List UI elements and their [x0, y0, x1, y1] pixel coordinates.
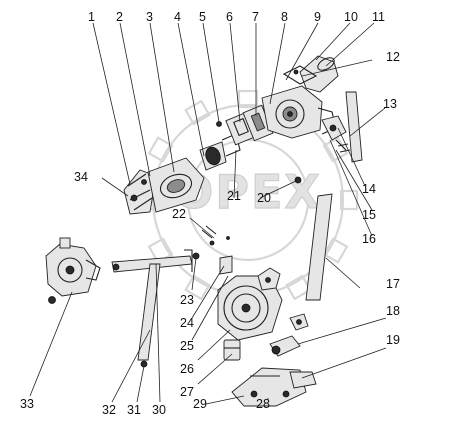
callout-15: 15 [362, 208, 376, 222]
callout-21: 21 [227, 189, 241, 203]
pump-housing-part [217, 267, 283, 341]
callout-13: 13 [383, 97, 397, 111]
callout-18: 18 [386, 304, 400, 318]
callout-24: 24 [180, 316, 194, 330]
steering-gear-part [45, 237, 101, 304]
callout-labels: 1 2 3 4 5 6 7 8 9 10 11 12 13 14 15 16 1… [20, 10, 400, 417]
callout-28: 28 [256, 397, 270, 411]
callout-31: 31 [127, 403, 141, 417]
fittings-part [294, 115, 351, 184]
gear-tooth [184, 99, 211, 126]
callout-1: 1 [88, 10, 95, 24]
callout-33: 33 [20, 397, 34, 411]
callout-22: 22 [172, 207, 186, 221]
callout-12: 12 [386, 50, 400, 64]
callout-2: 2 [116, 10, 123, 24]
callout-9: 9 [314, 10, 321, 24]
callout-10: 10 [344, 10, 358, 24]
callout-27: 27 [180, 385, 194, 399]
callout-5: 5 [199, 10, 206, 24]
intake-housing-part [147, 157, 205, 213]
gear-tooth [147, 136, 174, 163]
callout-6: 6 [226, 10, 233, 24]
cylinder-head-part [123, 169, 157, 215]
callout-19: 19 [386, 333, 400, 347]
flange-plates-part [225, 104, 274, 146]
gear-tooth [184, 274, 211, 301]
small-fitting-part [269, 313, 309, 357]
elbow-pipe-part [282, 55, 339, 93]
collar-part [223, 339, 241, 361]
callout-8: 8 [281, 10, 288, 24]
coupling-part [199, 121, 241, 171]
callout-23: 23 [180, 293, 194, 307]
callout-30: 30 [152, 403, 166, 417]
callout-16: 16 [362, 232, 376, 246]
callout-14: 14 [362, 182, 376, 196]
gear-tooth [322, 237, 349, 264]
bracket-assembly-part [231, 367, 317, 407]
gear-tooth [285, 274, 312, 301]
compressor-body-part [261, 85, 337, 139]
callout-34: 34 [74, 170, 88, 184]
callout-25: 25 [180, 339, 194, 353]
leader-lines [29, 22, 387, 405]
gear-tooth [237, 89, 259, 109]
callout-4: 4 [174, 10, 181, 24]
vertical-pipe-part [345, 91, 363, 163]
long-tube-part [305, 193, 333, 301]
callout-11: 11 [372, 10, 385, 24]
connectors-part [192, 225, 233, 275]
hose-part [111, 249, 193, 368]
callout-20: 20 [257, 191, 271, 205]
callout-7: 7 [252, 10, 259, 24]
callout-3: 3 [146, 10, 153, 24]
gear-tooth [322, 136, 349, 163]
callout-26: 26 [180, 362, 194, 376]
callout-29: 29 [193, 397, 207, 411]
gear-tooth [339, 189, 359, 211]
callout-32: 32 [102, 403, 116, 417]
callout-17: 17 [386, 277, 400, 291]
